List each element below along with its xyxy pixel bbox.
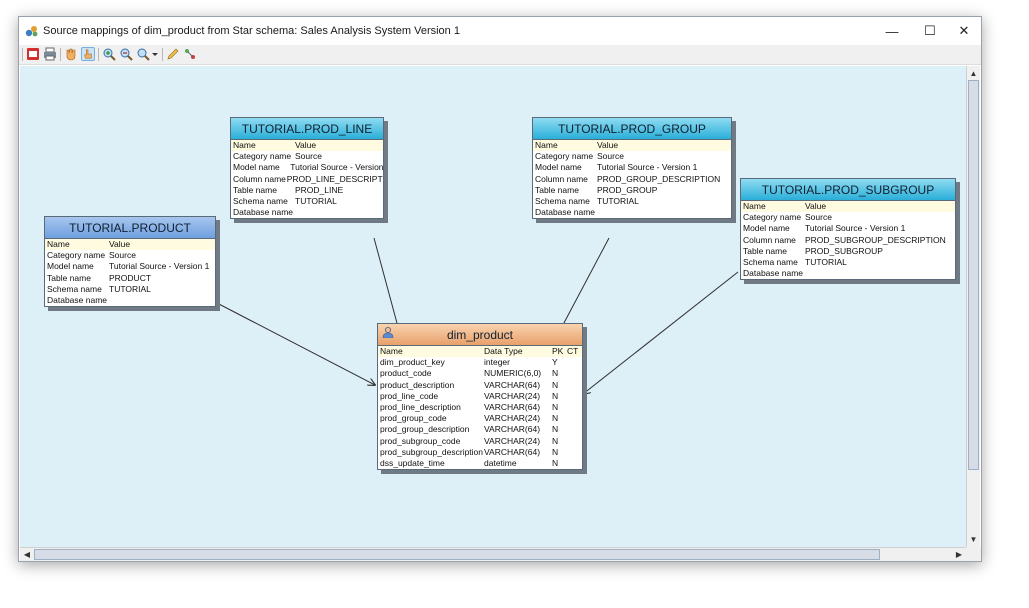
property-row: Database name — [535, 207, 596, 218]
mapping-line-prod-subgroup — [583, 271, 739, 394]
target-table-dim-product[interactable]: dim_product Name Data Type PK CT dim_pro… — [377, 323, 583, 471]
mapping-lines — [214, 237, 739, 547]
scroll-right-arrow-icon[interactable]: ▶ — [955, 550, 963, 559]
zoom-in-icon[interactable] — [102, 47, 116, 61]
diagram-canvas[interactable]: TUTORIAL.PROD_LINE Name Value Category n… — [20, 66, 966, 547]
scrollbar-corner — [966, 547, 981, 561]
print-icon[interactable] — [43, 47, 57, 61]
scroll-down-arrow-icon[interactable]: ▼ — [969, 534, 978, 544]
pdf-icon[interactable] — [26, 47, 40, 61]
pencil-icon[interactable] — [166, 47, 180, 61]
maximize-button[interactable]: ☐ — [924, 23, 936, 38]
source-table-prod-group[interactable]: TUTORIAL.PROD_GROUP Name Value Category … — [532, 117, 732, 220]
pointer-hand-icon[interactable] — [81, 47, 95, 61]
property-row: Database name — [47, 294, 108, 305]
source-table-prod-subgroup[interactable]: TUTORIAL.PROD_SUBGROUP Name Value Catego… — [740, 178, 956, 281]
scroll-up-arrow-icon[interactable]: ▲ — [969, 68, 978, 78]
link-icon[interactable] — [183, 47, 197, 61]
property-row: Database name — [743, 268, 804, 279]
toolbar — [19, 45, 981, 65]
zoom-out-icon[interactable] — [119, 47, 133, 61]
header-row: Name Value — [231, 140, 383, 152]
mapping-line-prod-line — [373, 237, 401, 338]
header-row: Name Data Type PK CT — [378, 346, 582, 358]
mapping-line-product — [214, 301, 375, 385]
minimize-button[interactable]: — — [885, 23, 899, 39]
table-title: dim_product — [446, 327, 514, 342]
header-row: Name Value — [533, 140, 731, 152]
horizontal-scrollbar[interactable]: ◀ ▶ — [20, 547, 966, 561]
hand-icon[interactable] — [64, 47, 78, 61]
source-table-prod-line[interactable]: TUTORIAL.PROD_LINE Name Value Category n… — [230, 117, 384, 220]
table-title: TUTORIAL.PRODUCT — [45, 217, 215, 239]
app-icon — [25, 26, 38, 37]
mapping-line-prod-group — [556, 237, 610, 338]
table-title: TUTORIAL.PROD_LINE — [231, 118, 383, 140]
dimension-icon — [382, 327, 394, 338]
horizontal-scroll-thumb[interactable] — [34, 549, 880, 560]
table-title: TUTORIAL.PROD_SUBGROUP — [741, 179, 955, 201]
scroll-left-arrow-icon[interactable]: ◀ — [23, 550, 31, 559]
header-row: Name Value — [45, 239, 215, 251]
table-title: TUTORIAL.PROD_GROUP — [533, 118, 731, 140]
vertical-scroll-thumb[interactable] — [968, 80, 979, 470]
vertical-scrollbar[interactable]: ▲ ▼ — [966, 66, 980, 547]
dropdown-icon[interactable] — [151, 47, 159, 61]
zoom-icon[interactable] — [136, 47, 150, 61]
close-button[interactable]: ✕ — [958, 23, 970, 38]
source-table-product[interactable]: TUTORIAL.PRODUCT Name Value Category nam… — [44, 216, 216, 308]
table-title-bar: dim_product — [378, 324, 582, 346]
mapping-window: Source mappings of dim_product from Star… — [18, 16, 982, 562]
header-row: Name Value — [741, 201, 955, 213]
title-bar: Source mappings of dim_product from Star… — [19, 17, 981, 45]
property-row: Database name — [233, 207, 294, 218]
window-title: Source mappings of dim_product from Star… — [43, 25, 460, 37]
